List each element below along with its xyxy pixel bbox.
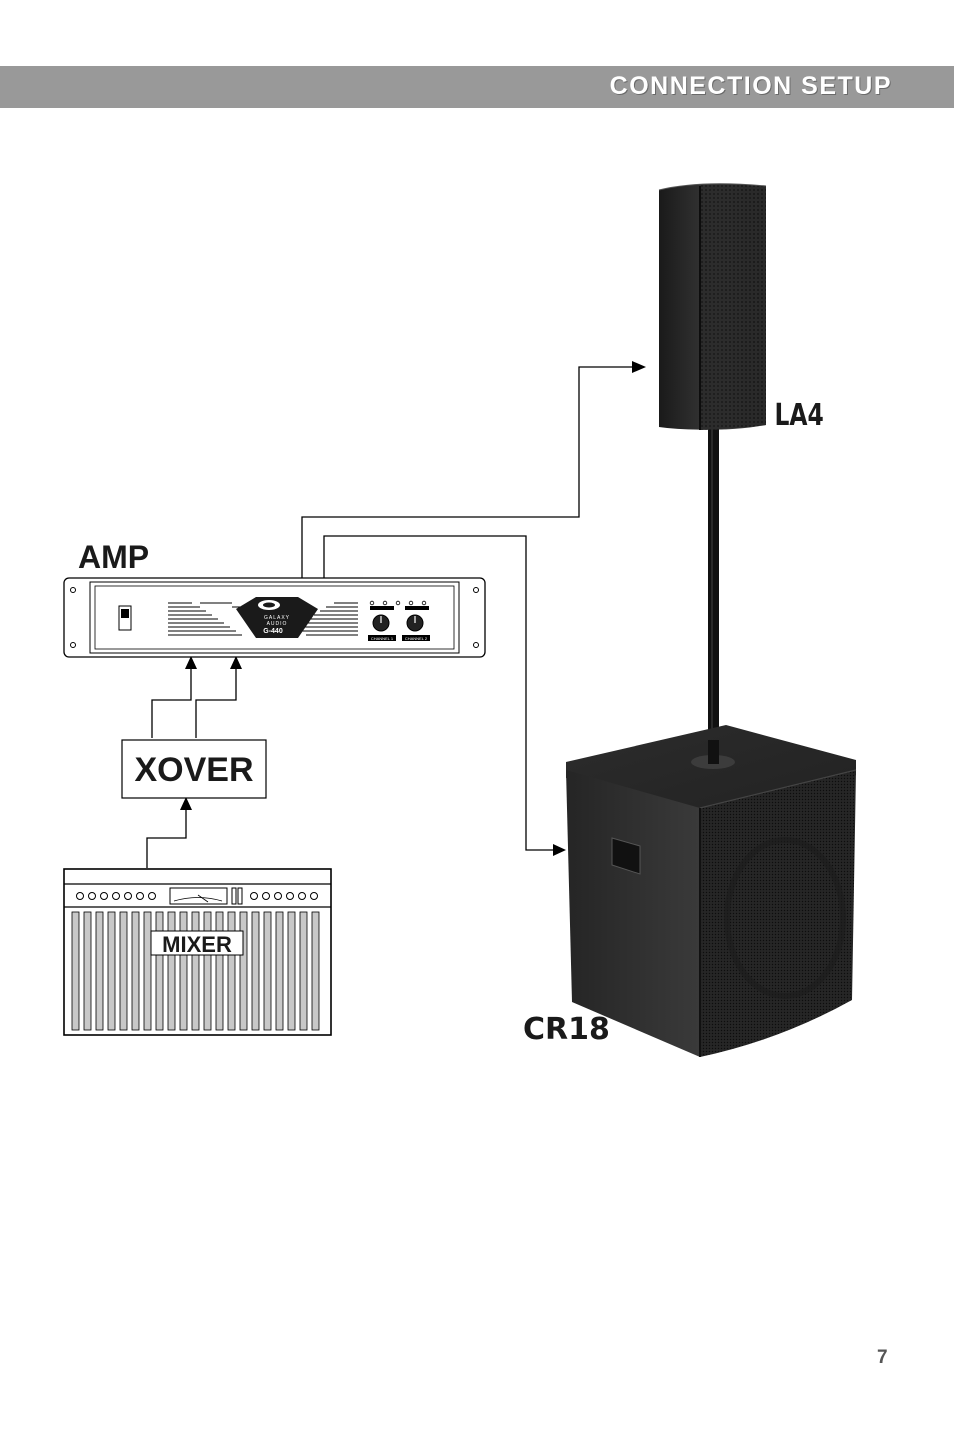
arrow-to-xover xyxy=(180,797,192,810)
amp-brand-top: GALAXY xyxy=(264,615,290,621)
mixer-label: MIXER xyxy=(162,932,232,957)
crossover: XOVER xyxy=(121,739,267,799)
cable-xover-to-amp-2 xyxy=(195,667,237,738)
arrow-to-la4 xyxy=(632,361,646,373)
page-number: 7 xyxy=(877,1347,888,1368)
arrow-to-amp-2 xyxy=(230,656,242,669)
arrow-to-amp-1 xyxy=(185,656,197,669)
cr18-label: CR18 xyxy=(523,1012,610,1047)
cable-amp-to-la4 xyxy=(301,366,632,578)
subwoofer-cr18 xyxy=(566,725,857,1057)
xover-label: XOVER xyxy=(134,751,253,789)
cable-xover-to-amp-1 xyxy=(151,667,192,738)
arrow-to-cr18 xyxy=(553,844,566,856)
amp-label: AMP xyxy=(78,539,149,575)
la4-label: LA4 xyxy=(775,398,824,433)
mixer: MIXER xyxy=(63,868,332,1036)
arrowheads xyxy=(180,361,646,856)
cable-mixer-to-xover xyxy=(146,808,187,868)
channel-2-label: CHANNEL 2 xyxy=(405,636,428,641)
connection-lines xyxy=(146,366,632,868)
amplifier: GALAXY AUDIO G-440 CHANNEL 1 CHANNEL 2 xyxy=(63,577,486,658)
amp-model: G-440 xyxy=(263,628,283,635)
cable-amp-to-cr18 xyxy=(323,535,556,851)
header-bar: CONNECTION SETUP xyxy=(0,66,954,108)
amp-brand-bottom: AUDIO xyxy=(267,621,288,627)
page-title: CONNECTION SETUP xyxy=(609,72,892,100)
column-speaker-la4 xyxy=(658,183,767,765)
channel-1-label: CHANNEL 1 xyxy=(371,636,394,641)
